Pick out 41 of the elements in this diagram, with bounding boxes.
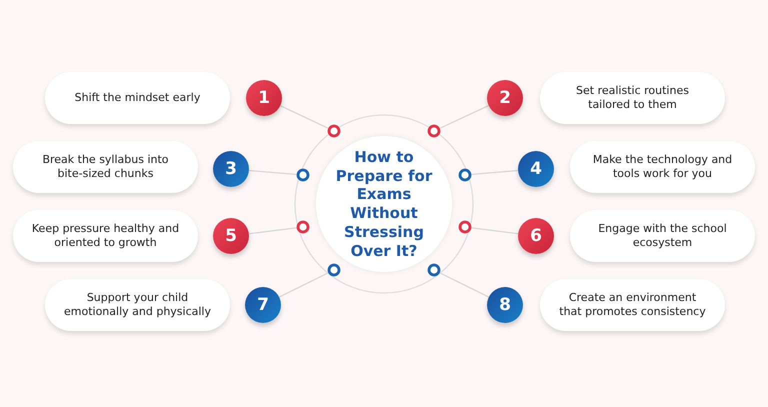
connector-line: [440, 272, 490, 298]
number-badge: 8: [487, 287, 523, 323]
tip-card: [13, 210, 198, 262]
tip-text: Support your child emotionally and physically: [63, 290, 212, 320]
ring-dot: [296, 168, 310, 182]
title-text: How to Prepare for Exams Without Stressing Over It?: [334, 148, 434, 260]
ring-dot: [328, 264, 340, 276]
ring-dot: [296, 220, 310, 234]
tip-text: Engage with the school ecosystem: [597, 222, 728, 250]
connector-line: [280, 105, 328, 129]
connector-line: [471, 227, 518, 234]
tip-card: [570, 141, 755, 193]
tip-card: [45, 72, 230, 124]
ring-dot: [428, 264, 440, 276]
connector-line: [248, 227, 297, 234]
ring-dot: [428, 124, 440, 138]
connector-line: [440, 105, 489, 129]
tip-text: Break the syllabus into bite-sized chunks: [41, 152, 170, 182]
tip-card: [45, 279, 230, 331]
tip-text: Create an environment that promotes consistency: [558, 290, 707, 320]
ring-dot: [458, 168, 472, 182]
tip-text: Shift the mindset early: [74, 90, 200, 106]
connector-line: [278, 272, 328, 298]
connector-line: [471, 170, 518, 176]
number-badge: 7: [245, 287, 281, 323]
tip-text: Make the technology and tools work for you: [592, 152, 734, 182]
ring-dot: [328, 124, 340, 138]
number-badge: 6: [518, 218, 554, 254]
tip-card: [570, 210, 755, 262]
ring-dot: [458, 220, 472, 234]
number-badge: 4: [518, 151, 554, 187]
tip-text: Set realistic routines tailored to them: [575, 84, 690, 112]
tip-card: [540, 279, 725, 331]
number-badge: 1: [246, 80, 282, 116]
connector-line: [248, 170, 297, 176]
tip-card: [13, 141, 198, 193]
tip-card: [540, 72, 725, 124]
tip-text: Keep pressure healthy and oriented to growth: [31, 222, 180, 250]
number-badge: 2: [487, 80, 523, 116]
number-badge: 3: [213, 151, 249, 187]
number-badge: 5: [213, 218, 249, 254]
